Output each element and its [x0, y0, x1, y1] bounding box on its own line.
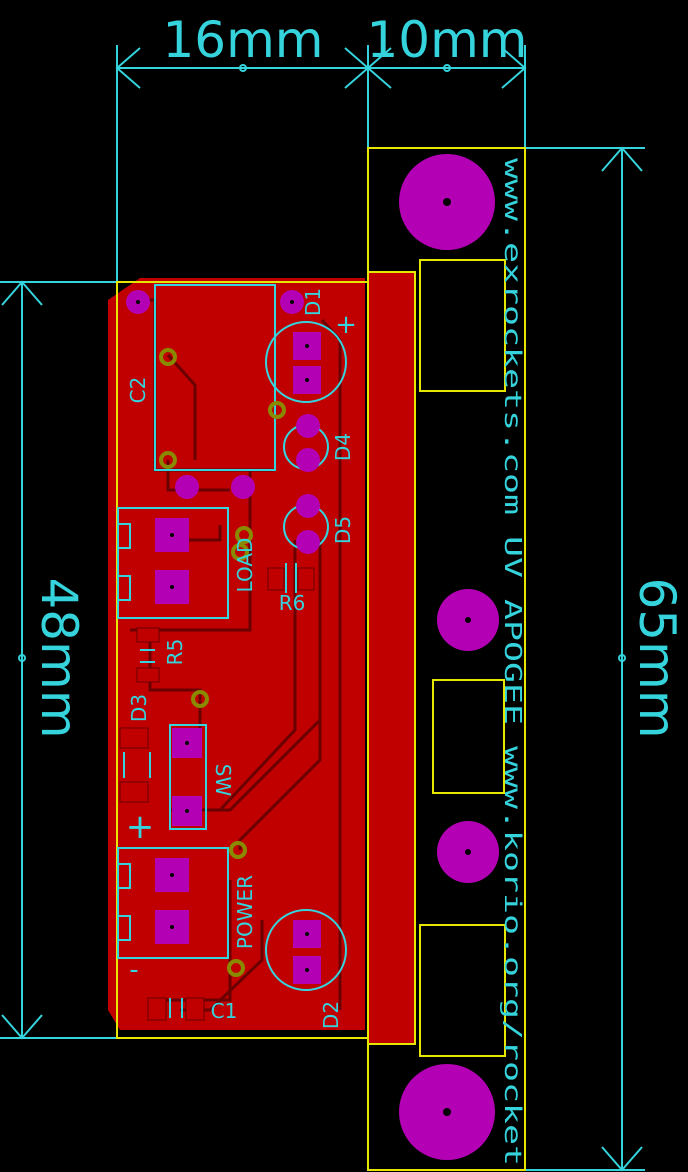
mounting-holes: [399, 154, 499, 1160]
label-minus-power: -: [129, 955, 138, 985]
silkscreen-outlines: [117, 284, 347, 1018]
label-power: POWER: [233, 875, 257, 949]
component-labels: C2 D1 + D4 D5 LOAD R6 R5 D3 SW + POWER -…: [126, 288, 357, 1029]
board-outline: [116, 147, 526, 1171]
label-load: LOAD: [233, 538, 257, 593]
dim-width-right: 10mm: [366, 11, 527, 69]
label-d5: D5: [331, 516, 355, 544]
label-plus-power: +: [126, 807, 155, 847]
dimension-lines: [0, 45, 645, 1172]
label-d3: D3: [127, 694, 151, 722]
dim-width-left: 16mm: [162, 11, 323, 69]
label-sw: SW: [211, 764, 235, 797]
dim-height-total: 65mm: [628, 577, 686, 738]
silkscreen-vertical-text: www.exrockets.com UV APOGEE www.korio.or…: [499, 158, 525, 1166]
pad-drills: [136, 300, 309, 972]
vias: [159, 348, 286, 977]
label-d4: D4: [331, 433, 355, 461]
label-r6: R6: [279, 591, 306, 615]
label-c1: C1: [211, 999, 238, 1023]
label-r5: R5: [163, 639, 187, 666]
label-d1: D1: [301, 288, 325, 316]
label-d2: D2: [319, 1001, 343, 1029]
label-c2: C2: [126, 377, 150, 404]
label-plus-d1: +: [335, 310, 357, 340]
dim-height-board: 48mm: [30, 577, 88, 738]
smd-pads: [119, 567, 315, 1021]
